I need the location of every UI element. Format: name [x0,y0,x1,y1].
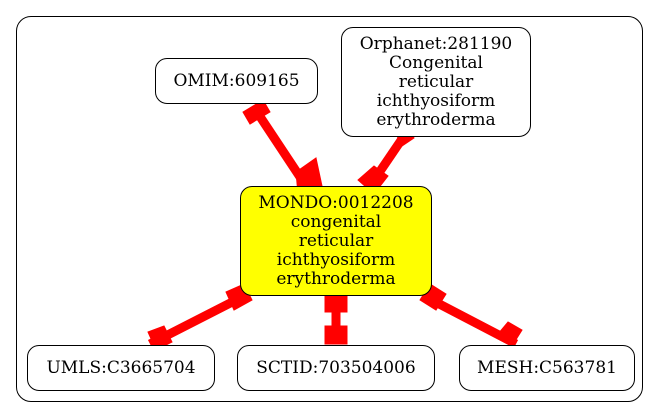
edge-omim-head-omim [242,99,271,125]
edge-umls-head-umls [147,325,173,351]
node-orphanet: Orphanet:281190 Congenital reticular ich… [341,27,531,137]
node-omim: OMIM:609165 [155,58,318,104]
node-center-line-5: erythroderma [276,268,396,289]
node-sctid-label: SCTID:703504006 [256,357,416,378]
node-umls: UMLS:C3665704 [27,345,215,391]
node-omim-label: OMIM:609165 [173,70,300,91]
node-center-line-3: reticular [298,230,374,251]
node-orphanet-line-5: erythroderma [376,109,496,130]
node-orphanet-line-2: Congenital [389,52,483,73]
node-mesh-label: MESH:C563781 [477,357,617,378]
node-center-line-1: MONDO:0012208 [258,192,414,213]
node-orphanet-line-3: reticular [398,71,474,92]
node-sctid: SCTID:703504006 [237,345,435,391]
node-mondo-center: MONDO:0012208 congenital reticular ichth… [240,186,432,296]
node-umls-label: UMLS:C3665704 [46,357,196,378]
node-orphanet-line-1: Orphanet:281190 [359,33,513,54]
node-mesh: MESH:C563781 [459,345,635,391]
cluster-boundary [16,16,643,402]
edge-mesh-head-mesh [497,321,523,347]
node-center-line-2: congenital [290,211,382,232]
node-center-line-4: ichthyosiform [276,249,396,270]
node-orphanet-line-4: ichthyosiform [376,90,496,111]
edge-sctid-head-sctid [324,325,348,345]
